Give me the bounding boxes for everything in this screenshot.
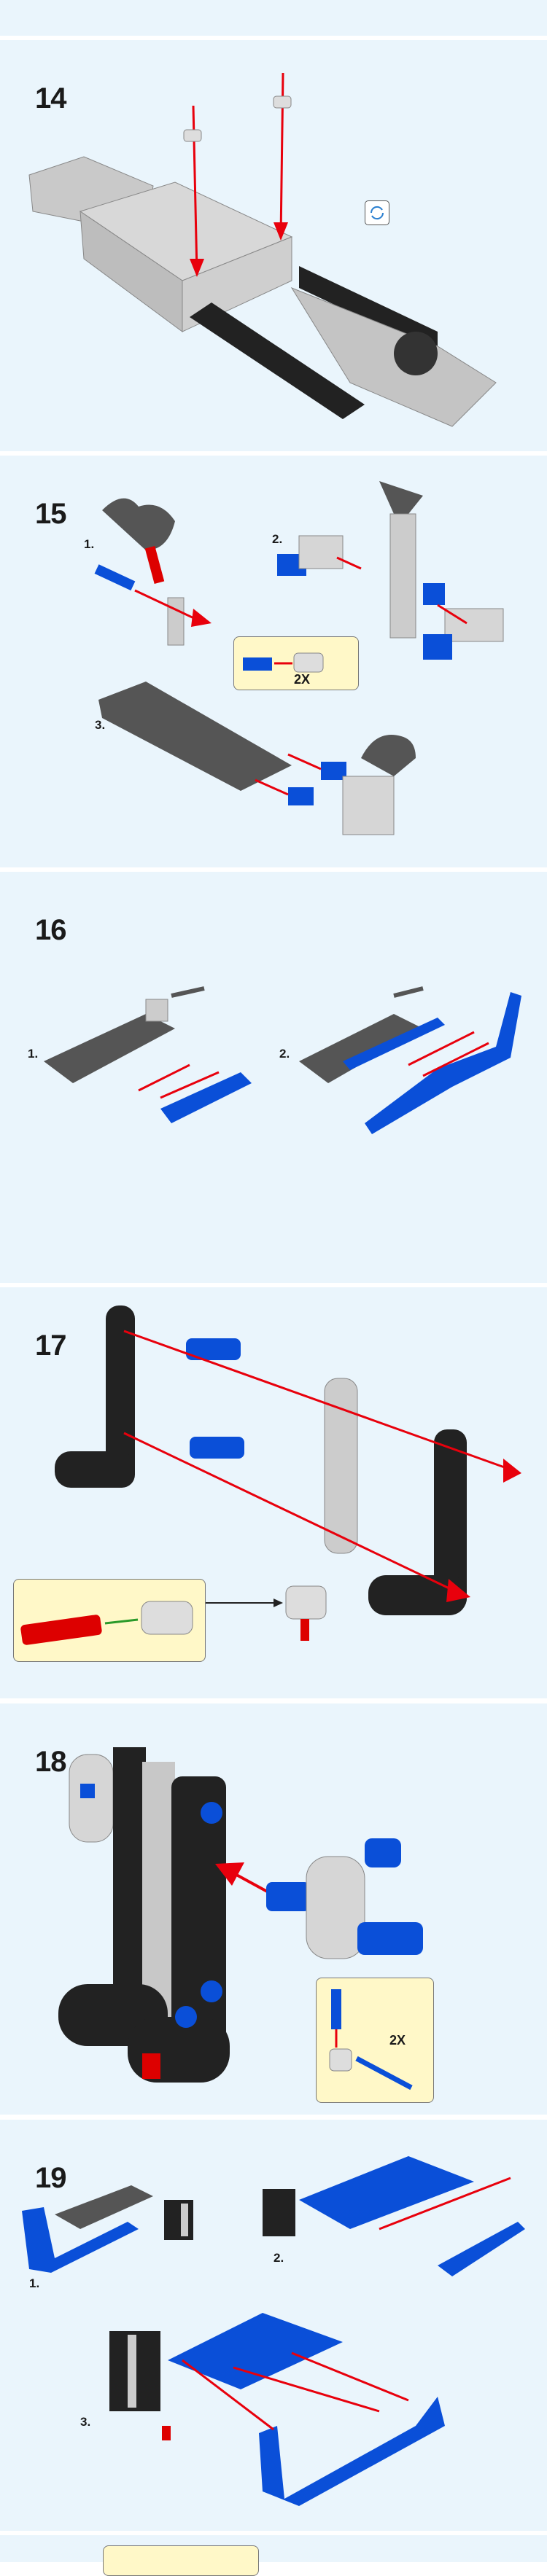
bushing [273,95,292,109]
step-19-panel: 19 1. 2. 3. [0,2120,547,2531]
substep-label: 2. [279,1047,290,1061]
step-19-illustration [22,2156,525,2506]
substep-label: 3. [95,718,106,732]
quantity-multiplier: 2X [294,672,311,687]
sub-assembly-callout: 2X [316,1978,434,2103]
substep-label: 1. [28,1047,39,1061]
step-18-illustration [58,1747,423,2083]
gear-frame [290,286,497,427]
panel-plate [98,682,292,791]
step-16-panel: 16 1. 2. [0,872,547,1283]
sub-assembly-callout [13,1579,206,1662]
substep-label: 2. [272,532,283,546]
step-14-panel [0,0,547,36]
black-beam [299,266,438,354]
step-16-illustration [44,986,521,1134]
step-number: 15 [35,498,66,530]
quantity-multiplier: 2X [389,2033,406,2048]
next-step-panel [0,2535,547,2576]
step-14-panel: 14 [0,40,547,451]
bushing [183,129,202,142]
rotate-model-icon [365,200,389,225]
step-15-panel: 15 1. 2. 3. 2X [0,456,547,867]
step-15-illustration [94,481,504,835]
step-18-panel: 18 2X [0,1703,547,2115]
black-beam [190,303,365,419]
step-17-panel: 17 [0,1287,547,1698]
substep-label: 1. [29,2276,40,2290]
gear [394,332,438,375]
step-17-illustration [55,1305,521,1641]
step-number: 14 [35,82,66,114]
step-number: 17 [35,1330,66,1362]
sub-assembly-callout: 2X [233,636,359,690]
step-number: 16 [35,914,66,946]
substep-label: 2. [274,2251,284,2265]
substep-label: 3. [80,2415,91,2429]
battery-box [28,156,293,332]
sub-assembly-callout [103,2545,259,2576]
step-number: 19 [35,2162,66,2194]
step-14-illustration [28,72,497,427]
substep-label: 1. [84,537,95,551]
step-number: 18 [35,1746,66,1778]
